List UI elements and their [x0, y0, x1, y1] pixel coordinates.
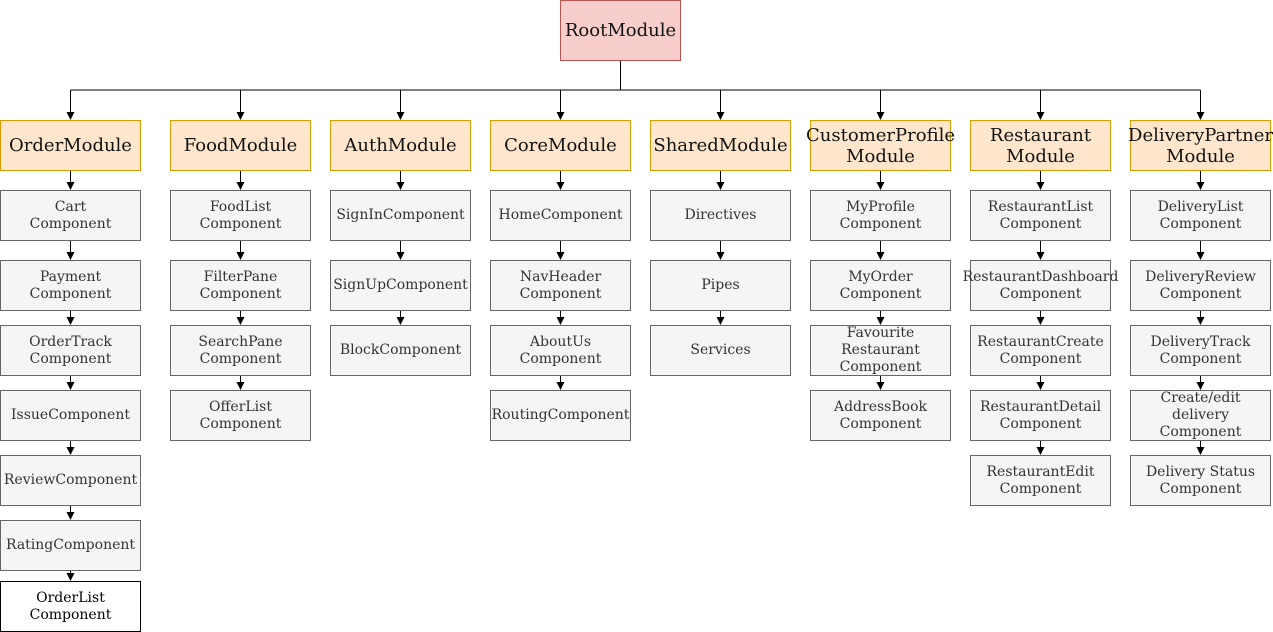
- component-node-homecomponent: HomeComponent: [490, 190, 631, 241]
- component-node-orderlist-component: OrderList Component: [0, 581, 141, 632]
- component-node-payment-component: Payment Component: [0, 260, 141, 311]
- module-node-authmodule: AuthModule: [330, 120, 471, 171]
- component-node-create-edit-delivery-component: Create/edit delivery Component: [1130, 390, 1271, 441]
- component-node-offerlist-component: OfferList Component: [170, 390, 311, 441]
- component-node-ratingcomponent: RatingComponent: [0, 520, 141, 571]
- component-node-ordertrack-component: OrderTrack Component: [0, 325, 141, 376]
- component-node-aboutus-component: AboutUs Component: [490, 325, 631, 376]
- component-node-deliveryreview-component: DeliveryReview Component: [1130, 260, 1271, 311]
- component-node-deliverytrack-component: DeliveryTrack Component: [1130, 325, 1271, 376]
- component-node-routingcomponent: RoutingComponent: [490, 390, 631, 441]
- component-node-favourite-restaurant-component: Favourite Restaurant Component: [810, 325, 951, 376]
- component-node-restaurantlist-component: RestaurantList Component: [970, 190, 1111, 241]
- module-node-deliverypartner-module: DeliveryPartner Module: [1128, 120, 1273, 171]
- component-node-reviewcomponent: ReviewComponent: [0, 455, 141, 506]
- component-node-blockcomponent: BlockComponent: [330, 325, 471, 376]
- component-node-directives: Directives: [650, 190, 791, 241]
- component-node-restaurantdetail-component: RestaurantDetail Component: [970, 390, 1111, 441]
- component-node-restaurantcreate-component: RestaurantCreate Component: [970, 325, 1111, 376]
- component-node-filterpane-component: FilterPane Component: [170, 260, 311, 311]
- component-node-myprofile-component: MyProfile Component: [810, 190, 951, 241]
- component-node-myorder-component: MyOrder Component: [810, 260, 951, 311]
- component-node-deliverylist-component: DeliveryList Component: [1130, 190, 1271, 241]
- component-node-pipes: Pipes: [650, 260, 791, 311]
- component-node-delivery-status-component: Delivery Status Component: [1130, 455, 1271, 506]
- component-node-signupcomponent: SignUpComponent: [330, 260, 471, 311]
- component-node-services: Services: [650, 325, 791, 376]
- module-node-sharedmodule: SharedModule: [650, 120, 791, 171]
- component-node-addressbook-component: AddressBook Component: [810, 390, 951, 441]
- module-node-restaurant-module: Restaurant Module: [970, 120, 1111, 171]
- component-node-cart-component: Cart Component: [0, 190, 141, 241]
- module-node-customerprofile-module: CustomerProfile Module: [806, 120, 955, 171]
- root-module-node: RootModule: [560, 0, 681, 61]
- component-node-restaurantedit-component: RestaurantEdit Component: [970, 455, 1111, 506]
- component-node-signincomponent: SignInComponent: [330, 190, 471, 241]
- component-node-navheader-component: NavHeader Component: [490, 260, 631, 311]
- component-node-restaurantdashboard-component: RestaurantDashboard Component: [963, 260, 1118, 311]
- module-node-coremodule: CoreModule: [490, 120, 631, 171]
- component-node-foodlist-component: FoodList Component: [170, 190, 311, 241]
- module-node-foodmodule: FoodModule: [170, 120, 311, 171]
- module-node-ordermodule: OrderModule: [0, 120, 141, 171]
- component-node-searchpane-component: SearchPane Component: [170, 325, 311, 376]
- component-node-issuecomponent: IssueComponent: [0, 390, 141, 441]
